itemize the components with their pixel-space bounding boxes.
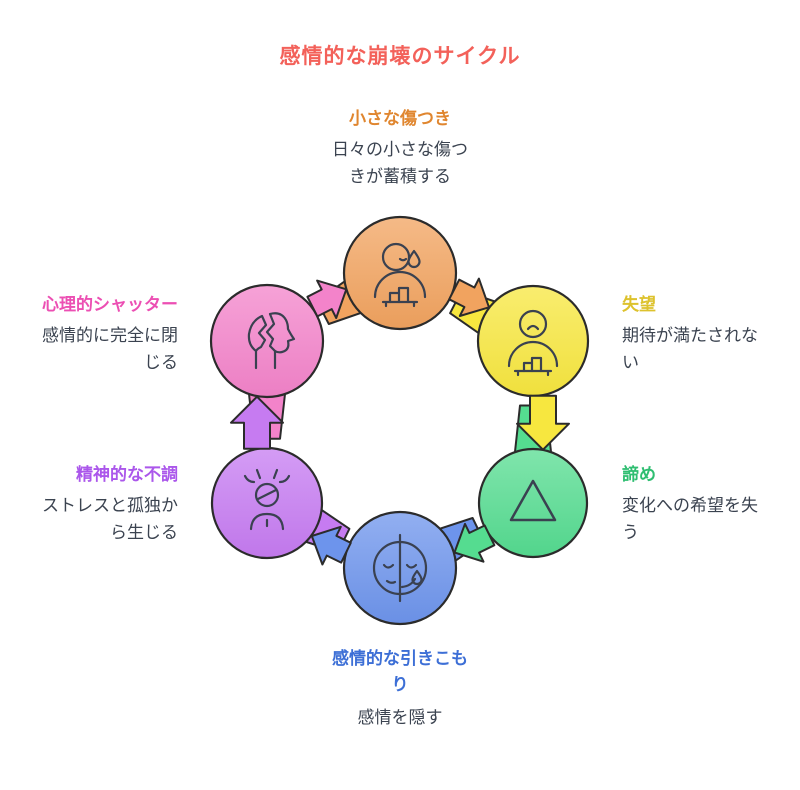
node-text-giving-up: 諦め 変化への希望を失 う [622,462,800,546]
node-label-psychological-shutter: 心理的シャッター [42,295,178,314]
node-desc-emotional-withdrawal: 感情を隠す [357,707,443,727]
node-desc-small-hurts: 日々の小さな傷つ きが蓄積する [332,140,468,186]
stressed-person-icon [243,468,291,531]
node-text-emotional-withdrawal: 感情的な引きこも り 感情を隠す [290,646,510,731]
node-text-mental-distress: 精神的な不調 ストレスと孤独か ら生じる [0,462,178,546]
node-text-psychological-shutter: 心理的シャッター 感情的に完全に閉 じる [0,292,178,376]
node-text-small-hurts: 小さな傷つき 日々の小さな傷つ きが蓄積する [290,106,510,190]
cycle-arrow-psychological-shutter-to-small-hurts [306,279,348,319]
triangle-icon [509,479,557,522]
cycle-arrow-mental-distress-to-psychological-shutter [230,395,284,450]
cycle-arrow-giving-up-to-emotional-withdrawal [453,522,496,563]
cycle-arrow-disappointment-to-giving-up [516,394,570,451]
node-icons-layer [243,242,559,603]
node-desc-mental-distress: ストレスと孤独か ら生じる [42,496,178,542]
cycle-node-giving-up [477,447,589,559]
node-label-emotional-withdrawal: 感情的な引きこも り [332,649,468,695]
cycle-node-mental-distress [210,446,324,560]
cracked-head-icon [247,312,296,370]
split-face-icon [372,533,428,603]
node-label-disappointment: 失望 [622,295,656,314]
node-label-small-hurts: 小さな傷つき [349,109,451,128]
node-desc-giving-up: 変化への希望を失 う [622,496,758,542]
node-label-mental-distress: 精神的な不調 [76,465,178,484]
node-label-giving-up: 諦め [622,465,656,484]
cycle-arrow-emotional-withdrawal-to-mental-distress [310,525,352,566]
crying-person-icon [373,242,427,308]
diagram-title: 感情的な崩壊のサイクル [279,45,521,68]
node-desc-disappointment: 期待が満たされな い [622,326,758,372]
cycle-arrow-small-hurts-to-disappointment [448,277,490,317]
cycle-node-psychological-shutter [209,283,325,399]
node-text-disappointment: 失望 期待が満たされな い [622,292,800,376]
sad-person-icon [507,309,559,377]
node-desc-psychological-shutter: 感情的に完全に閉 じる [42,326,178,372]
cycle-arrows-layer [230,277,570,566]
